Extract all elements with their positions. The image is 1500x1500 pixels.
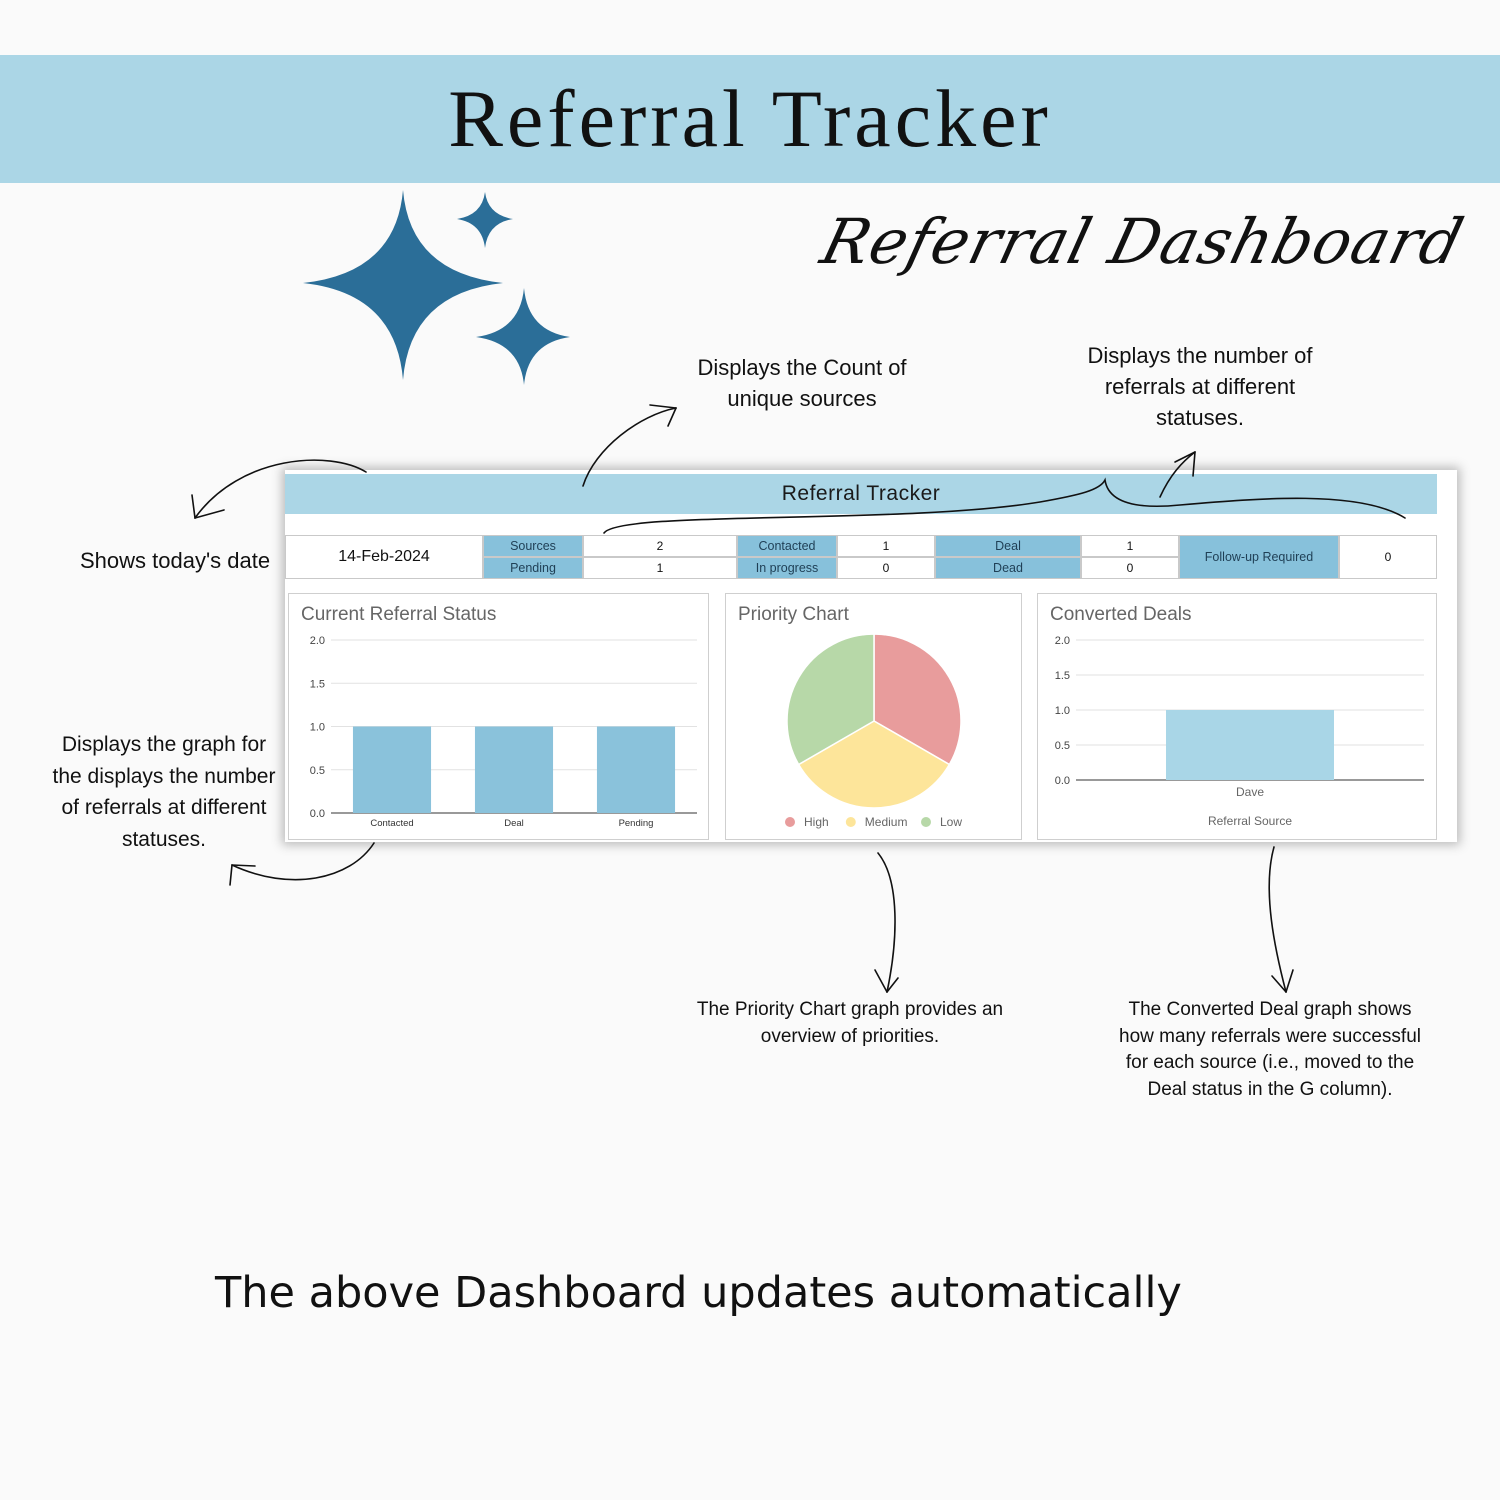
sources-label: Sources [483, 535, 583, 557]
x-tick-label: Dave [1236, 785, 1264, 799]
x-tick-label: Contacted [370, 818, 413, 829]
priority-chart: High Medium Low [785, 633, 962, 829]
legend-label: Medium [865, 815, 908, 829]
stats-table: 14-Feb-2024 Sources Pending 2 1 Contacte… [285, 535, 1437, 579]
y-tick-label: 0.5 [310, 765, 325, 777]
sparkle-icon [303, 190, 570, 385]
arrowhead-date-2 [194, 509, 225, 519]
arrowhead-statuses-1 [1174, 451, 1196, 463]
y-tick-label: 1.5 [1055, 670, 1070, 682]
sparkle-shape [457, 192, 513, 248]
bar [1166, 710, 1334, 780]
contacted-value: 1 [837, 535, 935, 557]
arrow-to-priority-note [877, 852, 896, 993]
followup-label: Follow-up Required [1179, 535, 1339, 579]
today-date: 14-Feb-2024 [285, 535, 483, 579]
pending-value: 1 [583, 557, 737, 579]
legend-swatch [785, 817, 795, 827]
legend-swatch [921, 817, 931, 827]
priority-chart-title: Priority Chart [738, 604, 849, 625]
inprogress-label: In progress [737, 557, 837, 579]
y-tick-label: 1.0 [310, 722, 325, 734]
sparkle-shape [476, 288, 570, 385]
pie-slice [786, 633, 875, 766]
arrowhead-graph-2 [229, 864, 233, 886]
deal-label: Deal [935, 535, 1081, 557]
status-chart-title: Current Referral Status [301, 604, 497, 625]
pending-label: Pending [483, 557, 583, 579]
pie-slice [873, 633, 962, 766]
priority-chart-panel: High Medium Low Priority Chart [725, 593, 1022, 840]
deal-value: 1 [1081, 535, 1179, 557]
banner-title: Referral Tracker [448, 73, 1052, 164]
annotation-sources: Displays the Count of unique sources [697, 355, 907, 411]
bar [474, 726, 554, 813]
y-tick-label: 0.0 [1055, 775, 1070, 787]
bar [596, 726, 676, 813]
y-tick-label: 0.0 [310, 808, 325, 820]
y-tick-label: 0.5 [1055, 740, 1070, 752]
legend-swatch [845, 817, 856, 827]
dashboard-preview: Referral Tracker 14-Feb-2024 Sources Pen… [285, 470, 1457, 842]
arrowhead-priority-1 [874, 969, 888, 993]
x-tick-label: Deal [504, 818, 524, 829]
annotation-date: Shows today's date [80, 548, 271, 573]
annotation-graph: Displays the graph for the displays the … [52, 733, 276, 851]
dead-value: 0 [1081, 557, 1179, 579]
top-banner: Referral Tracker [0, 55, 1500, 183]
y-tick-label: 2.0 [310, 635, 325, 647]
annotation-statuses: Displays the number of referrals at diff… [1087, 343, 1313, 430]
arrowhead-date-1 [191, 494, 196, 519]
x-axis-label: Referral Source [1208, 814, 1292, 828]
contacted-label: Contacted [737, 535, 837, 557]
legend-label: Low [940, 815, 962, 829]
pie-slice [797, 720, 951, 809]
dead-label: Dead [935, 557, 1081, 579]
arrowhead-converted-2 [1285, 969, 1294, 993]
arrowhead-priority-2 [886, 977, 899, 993]
sparkle-shape [303, 190, 503, 380]
arrow-to-converted-note [1268, 846, 1287, 993]
x-tick-label: Pending [619, 818, 654, 829]
arrowhead-converted-1 [1271, 975, 1287, 993]
sources-value: 2 [583, 535, 737, 557]
inprogress-value: 0 [837, 557, 935, 579]
converted-chart-title: Converted Deals [1050, 604, 1192, 625]
annotation-converted: The Converted Deal graph shows how many … [1119, 999, 1421, 1100]
followup-value: 0 [1339, 535, 1437, 579]
dashboard-header: Referral Tracker [285, 474, 1437, 514]
arrowhead-graph-1 [231, 864, 256, 867]
footer-note: The above Dashboard updates automaticall… [215, 1268, 1182, 1318]
legend-label: High [804, 815, 829, 829]
annotation-priority: The Priority Chart graph provides an ove… [696, 999, 1004, 1047]
dashboard-subtitle: Referral Dashboard [814, 205, 1471, 278]
y-tick-label: 1.0 [1055, 705, 1070, 717]
y-tick-label: 1.5 [310, 678, 325, 690]
y-tick-label: 2.0 [1055, 635, 1070, 647]
bar [352, 726, 432, 813]
